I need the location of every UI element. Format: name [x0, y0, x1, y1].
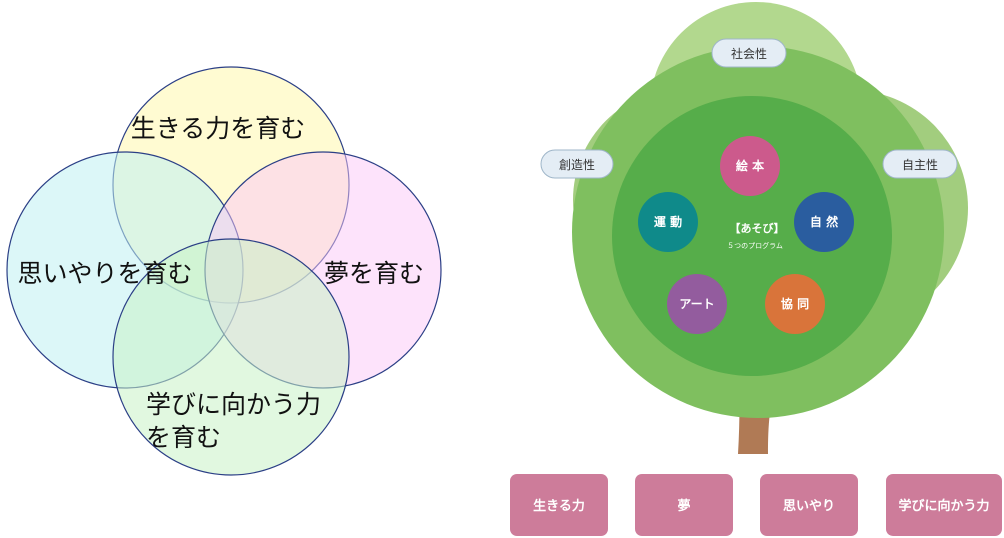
program-art-label: アート: [679, 297, 714, 311]
program-art: アート: [667, 274, 727, 334]
program-picture-book: 絵 本: [720, 136, 780, 196]
program-exercise: 運 動: [638, 192, 698, 252]
badge-top: 社会性: [711, 38, 787, 68]
root-box-2: 夢: [635, 474, 733, 536]
root-box-2-label: 夢: [677, 498, 690, 514]
root-box-3: 思いやり: [760, 474, 858, 536]
root-box-4: 学びに向かう力: [886, 474, 1002, 536]
program-cooperation: 協 同: [765, 274, 825, 334]
program-nature-label: 自 然: [810, 214, 838, 229]
tree-diagram: 社会性 創造性 自主性 【あそび】 ５つのプログラム 絵 本 運 動 自 然 ア…: [540, 2, 968, 454]
center-title: 【あそび】: [730, 221, 785, 235]
badge-left-label: 創造性: [559, 158, 595, 172]
venn-label-bottom-2: を育む: [146, 423, 221, 452]
root-box-1: 生きる力: [510, 474, 608, 536]
venn-circle-bottom: [112, 238, 350, 476]
root-box-3-label: 思いやり: [783, 499, 835, 514]
root-box-4-label: 学びに向かう力: [898, 498, 989, 514]
badge-top-label: 社会性: [731, 46, 767, 61]
program-nature: 自 然: [794, 192, 854, 252]
program-exercise-label: 運 動: [654, 214, 682, 229]
badge-left: 創造性: [540, 149, 614, 179]
venn-label-bottom-1: 学びに向かう力: [146, 390, 321, 419]
badge-right: 自主性: [882, 149, 958, 179]
program-picture-book-label: 絵 本: [736, 158, 764, 173]
program-cooperation-label: 協 同: [781, 296, 809, 311]
badge-right-label: 自主性: [902, 158, 938, 172]
root-box-1-label: 生きる力: [533, 498, 585, 514]
root-boxes: 生きる力 夢 思いやり 学びに向かう力: [510, 474, 1002, 536]
venn-label-top: 生きる力を育む: [131, 114, 306, 143]
venn-label-left: 思いやりを育む: [17, 259, 192, 288]
venn-diagram: 生きる力を育む 思いやりを育む 夢を育む 学びに向かう力 を育む: [6, 66, 442, 476]
center-subtitle: ５つのプログラム: [727, 241, 783, 250]
venn-label-right: 夢を育む: [324, 259, 424, 288]
